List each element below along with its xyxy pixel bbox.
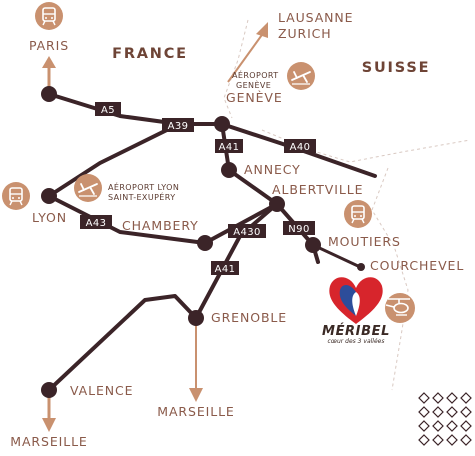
svg-text:A43: A43 [86,218,107,229]
city-grenoble: GRENOBLE [211,310,287,325]
city-lyon: LYON [32,210,67,225]
city-moutiers: MOUTIERS [328,234,401,249]
road-a43: A43 [80,215,112,229]
pattern-diamond [460,392,472,404]
brand-tagline: cœur des 3 vallées [328,338,385,345]
pattern-diamond [446,392,458,404]
airport-lyon-line1: AÉROPORT LYON [108,181,179,192]
brand-name: MÉRIBEL [322,323,390,339]
city-valence: VALENCE [70,383,133,398]
city-geneve: GENÈVE [226,90,283,105]
svg-text:A41: A41 [215,264,236,275]
arrow-lausanne [227,22,268,83]
train-icon [2,182,30,210]
airport-geneve-line1: AÉROPORT [232,69,279,80]
train-icon [344,200,372,228]
node-albertville [269,196,285,212]
helicopter-icon [385,293,415,323]
pattern-diamond [432,406,444,418]
road-courchevel [312,243,359,268]
pattern-diamond [460,406,472,418]
airport-lyon-line2: SAINT-EXUPÉRY [108,191,176,202]
svg-text:A5: A5 [101,105,115,116]
node-geneve [214,116,230,132]
decorative-pattern [418,392,472,446]
svg-text:A430: A430 [233,227,261,238]
pattern-diamond [432,434,444,446]
city-courchevel: COURCHEVEL [370,258,464,273]
road-network [47,92,377,392]
meribel-heart-logo [329,277,383,324]
pattern-diamond [460,420,472,432]
svg-text:A39: A39 [168,121,189,132]
pattern-diamond [446,434,458,446]
pattern-diamond [432,420,444,432]
pattern-diamond [418,392,430,404]
pattern-diamond [446,420,458,432]
node-chambery [197,235,213,251]
node-grenoble [188,310,204,326]
plane-icon [287,62,315,90]
arrow-marseille-center [189,318,203,402]
pattern-diamond [432,392,444,404]
country-switzerland: SUISSE [362,60,431,76]
node-lyon [41,188,57,204]
node-valence [41,382,57,398]
road-n90: N90 [283,221,315,235]
road-a40: A40 [284,139,316,153]
road-a5: A5 [95,102,121,116]
plane-icon [74,174,102,202]
train-icon [35,2,63,30]
road-a430: A430 [228,224,266,238]
node-courchevel [357,263,365,271]
airport-geneve-line2: GENÈVE [236,79,271,90]
pattern-diamond [460,434,472,446]
city-paris: PARIS [29,38,69,53]
city-nodes [41,86,365,398]
node-annecy [221,162,237,178]
road-a41-north: A41 [215,139,243,153]
pattern-diamond [418,420,430,432]
road-a39: A39 [162,118,194,132]
node-moutiers [305,237,321,253]
svg-text:A40: A40 [290,142,311,153]
country-france: FRANCE [112,46,188,62]
road-a41-south: A41 [211,261,239,275]
city-zurich: ZURICH [278,26,332,41]
road-labels: A5 A39 A41 A40 A43 A430 N90 A41 [80,102,316,275]
city-marseille-center: MARSEILLE [157,404,234,419]
city-albertville: ALBERTVILLE [272,182,363,197]
svg-text:N90: N90 [288,224,309,235]
city-marseille-left: MARSEILLE [10,434,87,449]
svg-text:A41: A41 [219,142,240,153]
pattern-diamond [446,406,458,418]
city-annecy: ANNECY [244,162,301,177]
pattern-diamond [418,406,430,418]
pattern-diamond [418,434,430,446]
city-lausanne: LAUSANNE [278,10,353,25]
node-paris [41,86,57,102]
city-chambery: CHAMBERY [122,218,199,233]
